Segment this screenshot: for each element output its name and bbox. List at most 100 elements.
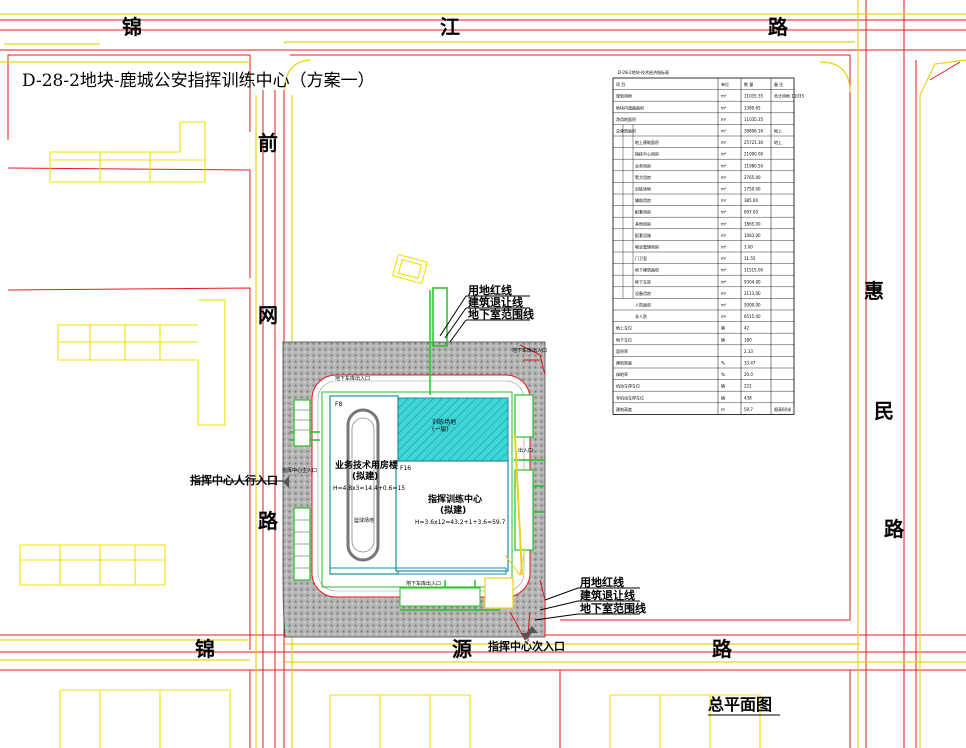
plan-label: 总平面图 [708,695,772,714]
table-cell: 地上车位 [616,325,632,331]
table-cell: 地上 [774,128,782,134]
road-north-char-2: 江 [440,15,460,39]
table-cell: 11035.35 [744,94,764,99]
table-cell: 建筑密度 [616,360,632,366]
table-cell: 20.0 [744,372,753,377]
table-cell: m² [721,187,727,192]
building-left-name: 业务技术用房楼 [335,459,398,471]
road-south-char-2: 源 [452,637,472,661]
table-cell: 11515.00 [744,268,764,273]
legend-bottom-setback-line: 建筑退让线 [580,588,635,602]
road-north-char-1: 锦 [122,15,142,39]
table-cell: 人防面积 [635,302,651,308]
table-cell: 222 [744,384,752,389]
parking-entrance-top-label: 地下车库出入口 [335,375,370,382]
table-cell: m² [721,129,727,134]
table-cell: m² [721,175,727,180]
road-south-char-1: 锦 [195,637,215,661]
entrance-arrows [283,476,538,640]
right-entrance-label: 出入口 [518,447,533,454]
west-entrance-label: 指挥中心主入口 [282,467,317,474]
secondary-entrance-label: 指挥中心次入口 [488,639,565,653]
table-cell: 11035.35 [744,117,764,122]
table-cell: 6515.00 [744,314,761,319]
table-cell: 总建筑面积 [616,128,636,134]
table-cell: 其他用房 [635,220,651,226]
table-cell: m² [721,105,727,110]
table-cell: 1750.00 [744,187,761,192]
table-header-cell: 项 目 [616,81,625,87]
table-cell: 1083.00 [744,233,761,238]
table-cell: % [721,361,725,366]
road-west-char-3: 路 [258,509,279,533]
road-west-char-2: 网 [258,303,278,327]
table-cell: 1865.00 [744,221,761,226]
road-east-char-3: 路 [884,517,905,541]
table-cell: 39806.16 [744,129,764,134]
table-cell: 业务用房 [635,162,651,168]
table-cell: 警犬用房 [635,174,651,180]
table-cell: 绿地率 [616,371,628,377]
table-cell: 机动车停车位 [616,383,640,389]
legend-top-basement-line: 地下室范围线 [468,307,534,321]
table-cell: m² [721,210,727,215]
table-cell: 1380.65 [744,105,761,110]
table-cell: 438 [744,395,752,400]
table-cell: 21000.00 [744,152,764,157]
table-cell: 辅助用房 [635,197,651,203]
building-left-tag: F8 [335,401,342,408]
table-cell: 物业管理用房 [635,244,659,250]
table-cell: m² [721,198,727,203]
table-cell: 180 [744,337,752,342]
table-cell: m² [721,152,727,157]
table-cell: 697.00 [744,210,758,215]
table-cell: 合计用地 11035 [774,93,804,99]
road-north-char-3: 路 [768,15,789,39]
legend-top-red-line: 用地红线 [468,283,512,297]
table-cell: 3.00 [744,245,753,250]
building-right-name: 指挥训练中心 [428,493,482,505]
road-west-char-1: 前 [258,131,278,155]
table-cell: m² [721,268,727,273]
table-cell: 2765.00 [744,175,761,180]
building-right-height: H=3.6x12=43.2+1+3.6=59.7 [415,519,506,526]
table-cell: 2.33 [744,349,753,354]
training-ground [397,397,509,462]
table-cell: 33.47 [744,361,756,366]
table-cell: 11.55 [744,256,756,261]
table-cell: % [721,372,725,377]
court-label: 篮球场地 [354,517,374,524]
table-cell: 辆 [721,336,725,342]
ramp-entrance-label: 地下车库出入口 [512,347,547,354]
table-cell: 42 [744,326,750,331]
table-cell: 地上建筑面积 [635,139,659,145]
table-title: D-28-2地块-技术经济指标表 [618,69,669,75]
table-header-cell: 备 注 [774,81,783,87]
table-cell: 5000.00 [744,303,761,308]
building-right-outline [395,460,509,572]
table-header-cell: 单位 [721,81,729,87]
table-cell: 非机动车停车位 [616,394,644,400]
table-cell: m² [721,221,727,226]
table-cell: 规划用地 [616,93,632,99]
table-cell: 25721.30 [744,140,764,145]
table-cell: m² [721,291,727,296]
table-cell: 11980.50 [744,163,764,168]
table-cell: 辆 [721,383,725,389]
table-cell: 非人防 [635,313,647,319]
table-cell: m² [721,117,727,122]
table-cell: 训练场地 [635,186,651,192]
table-cell: 9304.00 [744,279,761,284]
parking-strip-bottom [399,577,514,609]
table-cell: 地上 [774,139,782,145]
table-cell: 地下车库 [635,278,651,284]
building-right-status: (拟建) [440,504,466,516]
table-cell: 净用地面积 [616,116,636,122]
parking-entrance-bottom-label: 地下车库出入口 [406,580,441,587]
table-cell: 地下建筑面积 [635,267,659,273]
table-cell: 地块内道路面积 [616,104,644,110]
table-cell: m² [721,233,727,238]
